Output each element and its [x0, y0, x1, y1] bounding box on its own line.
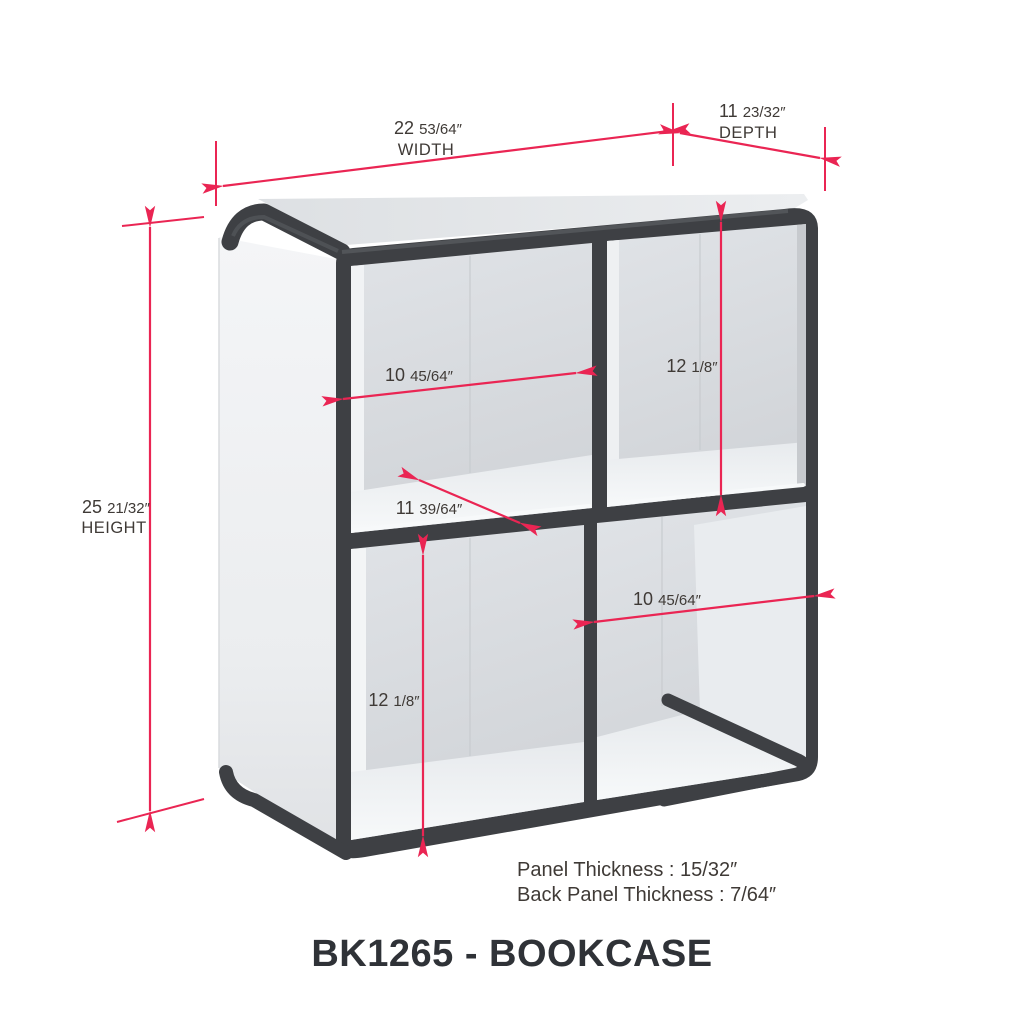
panel-thickness-note: Panel Thickness : 15/32″ [517, 859, 737, 881]
inner-shelf-depth-arrow [397, 466, 542, 537]
inner-corner-band [657, 693, 813, 807]
inner-bottom-right-width-arrow [572, 588, 836, 630]
page-title: BK1265 - BOOKCASE [311, 933, 712, 975]
floor [351, 742, 584, 840]
width-label: WIDTH [398, 141, 455, 159]
top-left-edge-highlight [231, 214, 339, 253]
width-arrow [201, 123, 691, 194]
floor [597, 711, 806, 800]
bookcase-drawing [218, 194, 818, 860]
height-tick-bottom [116, 798, 205, 823]
inner-top-left-width-arrow [321, 365, 598, 407]
back-wall [607, 224, 806, 507]
right-inner-shade [797, 224, 806, 487]
right-wall-face [694, 506, 806, 762]
shelf-front-edge [608, 483, 805, 506]
bottom-left-edge-band [219, 765, 353, 860]
back-panel-thickness-note: Back Panel Thickness : 7/64″ [517, 884, 776, 906]
depth-label: DEPTH [719, 124, 777, 142]
compartment-bottom-right [597, 502, 813, 807]
height-tick-top [121, 216, 205, 227]
compartment-top-left [351, 243, 592, 533]
front-top-edge-highlight [341, 209, 789, 254]
top-face [258, 194, 808, 245]
compartment-bottom-left [351, 525, 584, 840]
left-wall-sliver [351, 548, 366, 840]
top-left-edge-band [221, 203, 351, 261]
left-side-panel [219, 237, 336, 845]
depth-arrow [658, 124, 842, 167]
height-label: HEIGHT [81, 519, 146, 537]
compartment-top-right [607, 224, 806, 507]
divider-face-sliver [607, 240, 619, 507]
